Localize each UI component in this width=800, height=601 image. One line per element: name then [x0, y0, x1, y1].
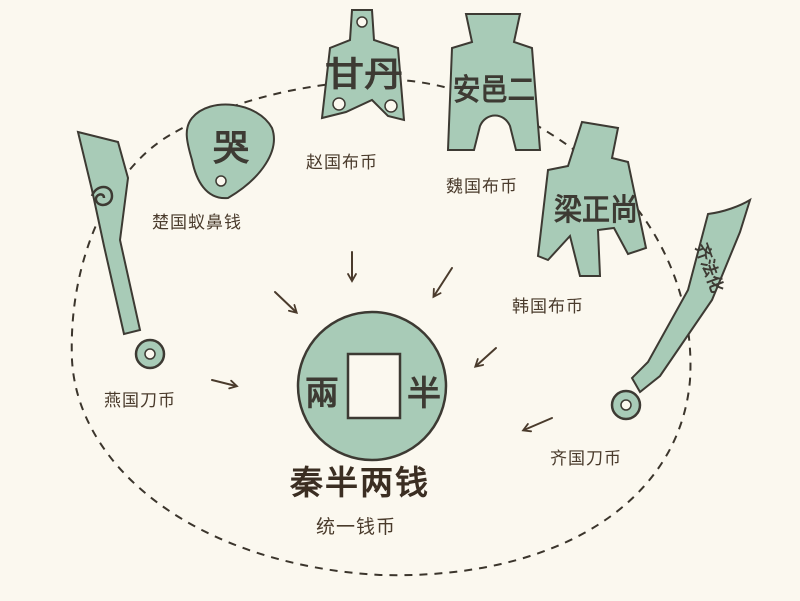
label-han: 韩国布币	[512, 297, 584, 317]
arrow-from-yan	[211, 379, 239, 390]
label-zhao: 赵国布币	[306, 153, 378, 173]
arrow-from-qi	[521, 417, 553, 433]
arrow-from-chu	[274, 291, 299, 314]
label-qi: 齐国刀币	[550, 449, 622, 469]
center-subtitle: 统一钱币	[316, 516, 397, 538]
qi-knife-coin: 齐法化	[610, 197, 752, 421]
chu-antnose-coin: 哭	[185, 103, 275, 200]
zhao-spade-coin: 甘丹	[320, 9, 406, 122]
arrow-from-wei	[432, 267, 453, 299]
arrow-from-han	[473, 347, 497, 368]
label-wei: 魏国布币	[446, 177, 518, 197]
center-title: 秦半两钱	[290, 463, 430, 502]
arrows	[211, 251, 553, 433]
chu-inscription: 哭	[213, 128, 250, 169]
wei-spade-coin: 安邑二	[446, 13, 542, 151]
label-chu: 楚国蚁鼻钱	[152, 213, 242, 233]
han-spade-coin: 梁正尚	[536, 120, 648, 277]
qin-banliang-coin[interactable]: 兩 半	[296, 310, 448, 462]
yan-knife-coin	[76, 130, 166, 370]
label-yan: 燕国刀币	[104, 391, 176, 411]
dashed-ring	[70, 78, 692, 577]
han-inscription: 梁正尚	[554, 193, 638, 228]
coin-right-char: 半	[407, 374, 441, 414]
coin-left-char: 兩	[305, 374, 339, 414]
zhao-inscription: 甘丹	[325, 55, 403, 95]
wei-inscription: 安邑二	[453, 73, 535, 108]
